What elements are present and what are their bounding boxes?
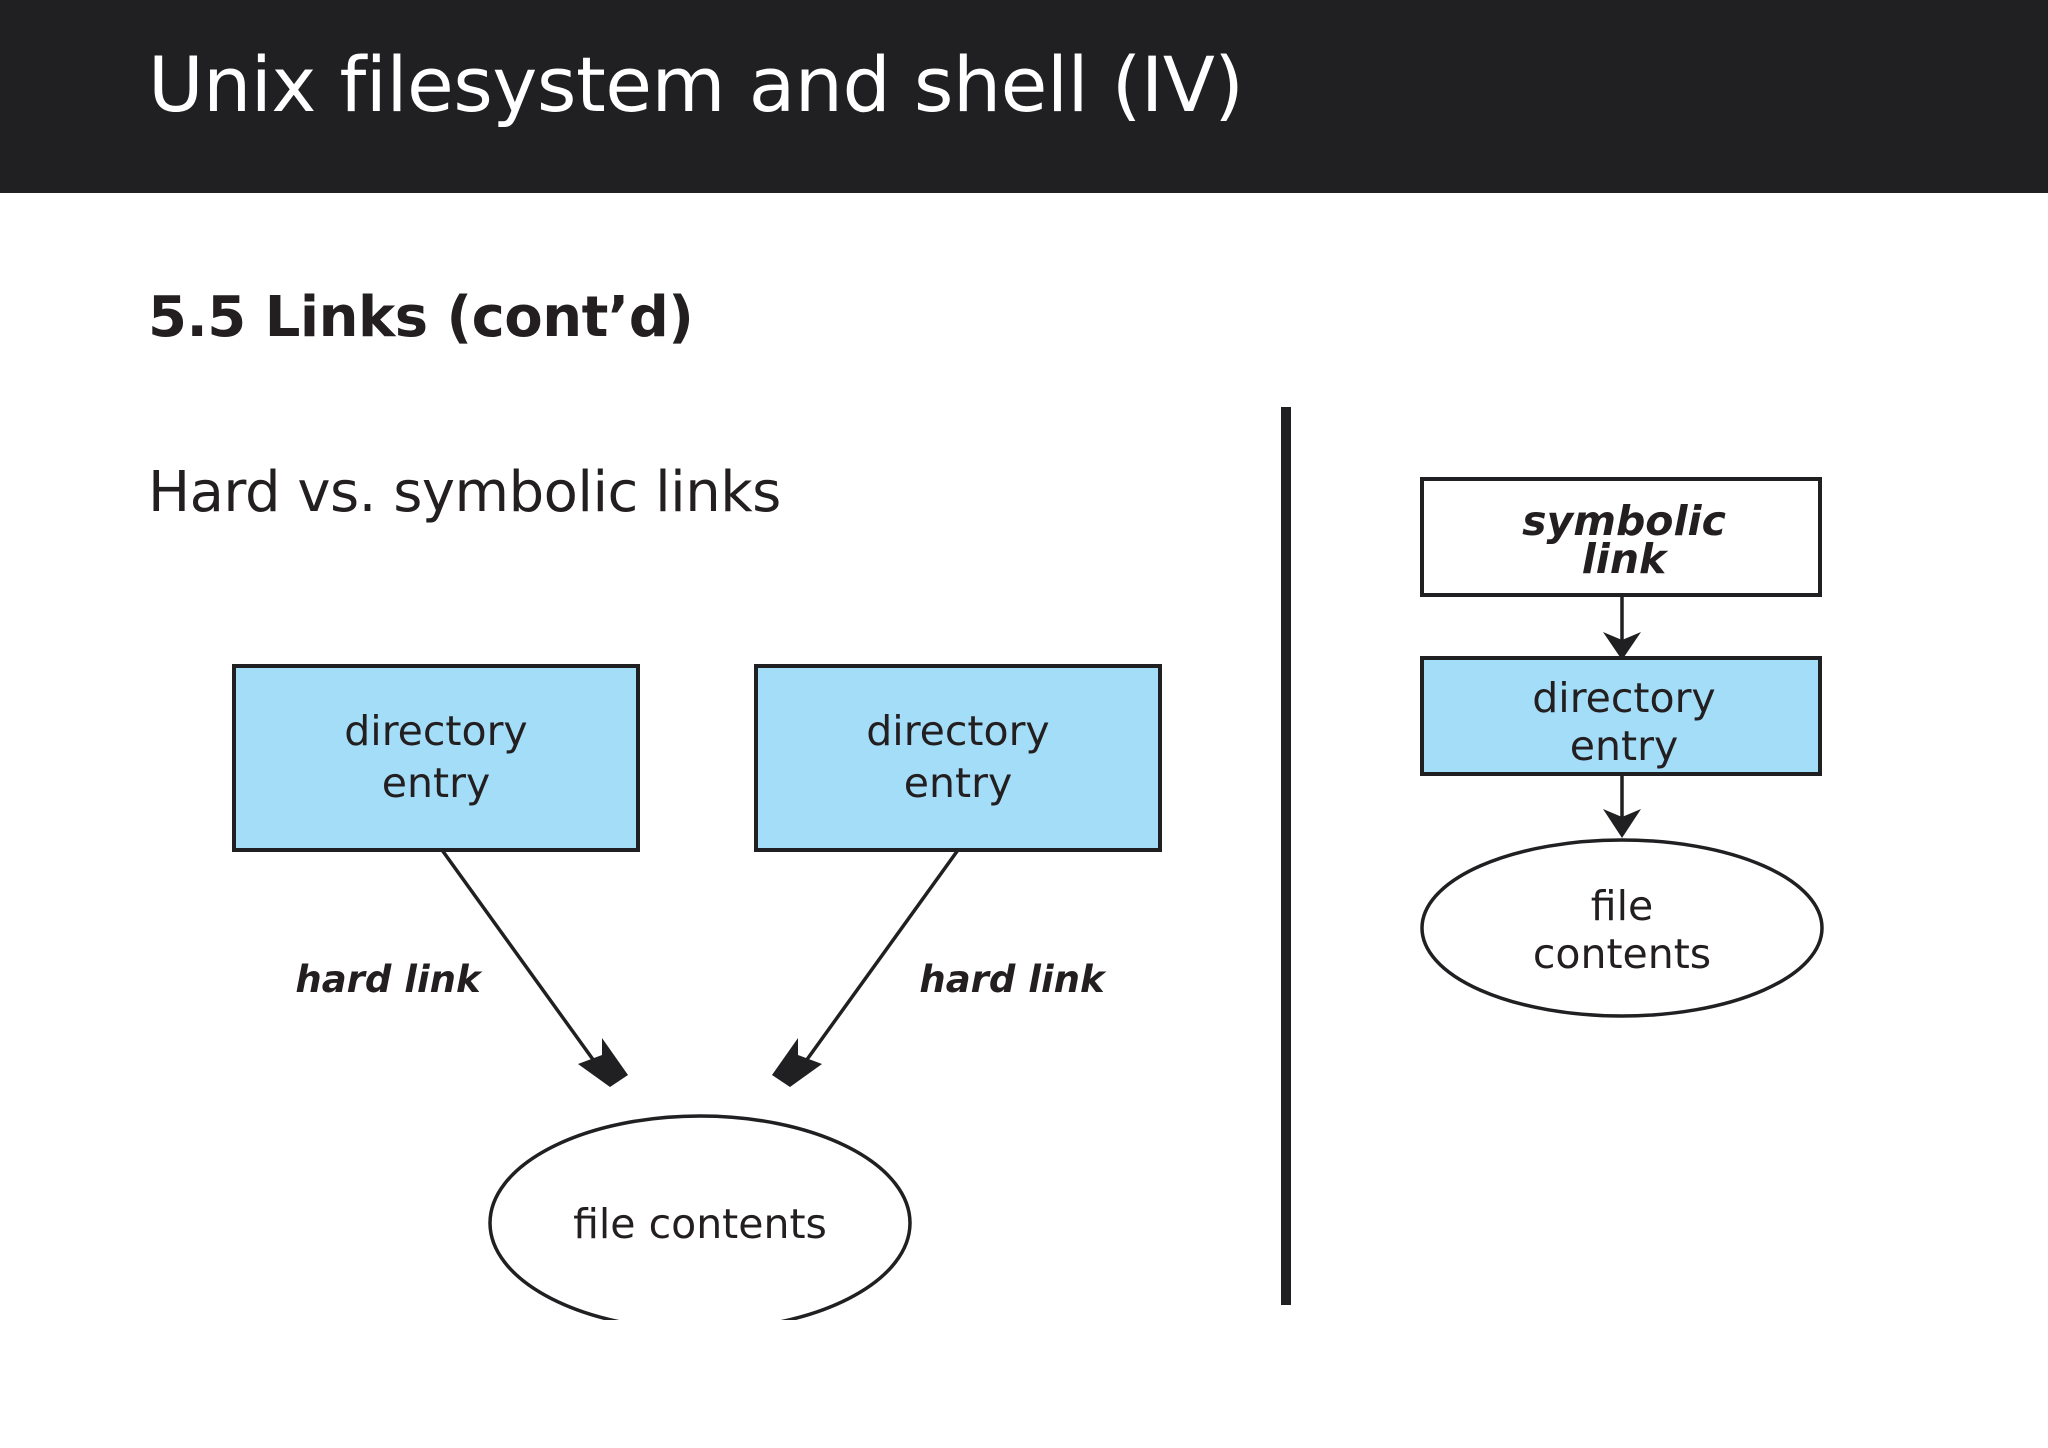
node-file-contents[interactable]	[1420, 838, 1824, 1018]
hard-link-connector-left	[440, 848, 604, 1074]
edge-label-hard-link-left: hard link	[295, 958, 483, 1001]
node-symbolic-link-line1: symbolic	[1522, 497, 1726, 545]
node-file-contents-line1: file	[1591, 882, 1653, 930]
node-directory-entry-line2: entry	[1570, 722, 1678, 770]
hard-link-connector-right	[796, 848, 960, 1074]
slide-header-bar: Unix filesystem and shell (IV)	[0, 0, 2048, 193]
arrowhead-right	[772, 1038, 822, 1087]
hard-links-diagram: directory entry directory entry hard lin…	[232, 664, 1162, 1320]
symbolic-link-diagram: symbolic link directory entry file conte…	[1420, 477, 1824, 1018]
node-directory-entry-left[interactable]	[232, 664, 640, 852]
arrowhead-top	[1603, 632, 1641, 660]
vertical-divider	[1281, 407, 1291, 1305]
node-file-contents[interactable]	[488, 1114, 912, 1320]
edge-label-hard-link-right: hard link	[919, 958, 1107, 1001]
section-heading: 5.5 Links (cont’d)	[148, 285, 694, 350]
node-directory-entry-left-line2: entry	[382, 759, 490, 807]
sub-heading: Hard vs. symbolic links	[148, 460, 781, 525]
node-directory-entry-right-line1: directory	[866, 707, 1049, 755]
page-title: Unix filesystem and shell (IV)	[148, 40, 1244, 129]
node-symbolic-link-line2: link	[1582, 535, 1669, 583]
node-file-contents-line2: contents	[1533, 930, 1711, 978]
node-file-contents-line1: file contents	[573, 1200, 827, 1248]
node-directory-entry[interactable]	[1420, 656, 1822, 776]
node-directory-entry-left-line1: directory	[344, 707, 527, 755]
node-directory-entry-line1: directory	[1532, 674, 1715, 722]
node-symbolic-link[interactable]	[1420, 477, 1822, 597]
arrowhead-bottom	[1603, 809, 1641, 838]
node-directory-entry-right-line2: entry	[904, 759, 1012, 807]
node-directory-entry-right[interactable]	[754, 664, 1162, 852]
arrowhead-left	[578, 1038, 628, 1087]
